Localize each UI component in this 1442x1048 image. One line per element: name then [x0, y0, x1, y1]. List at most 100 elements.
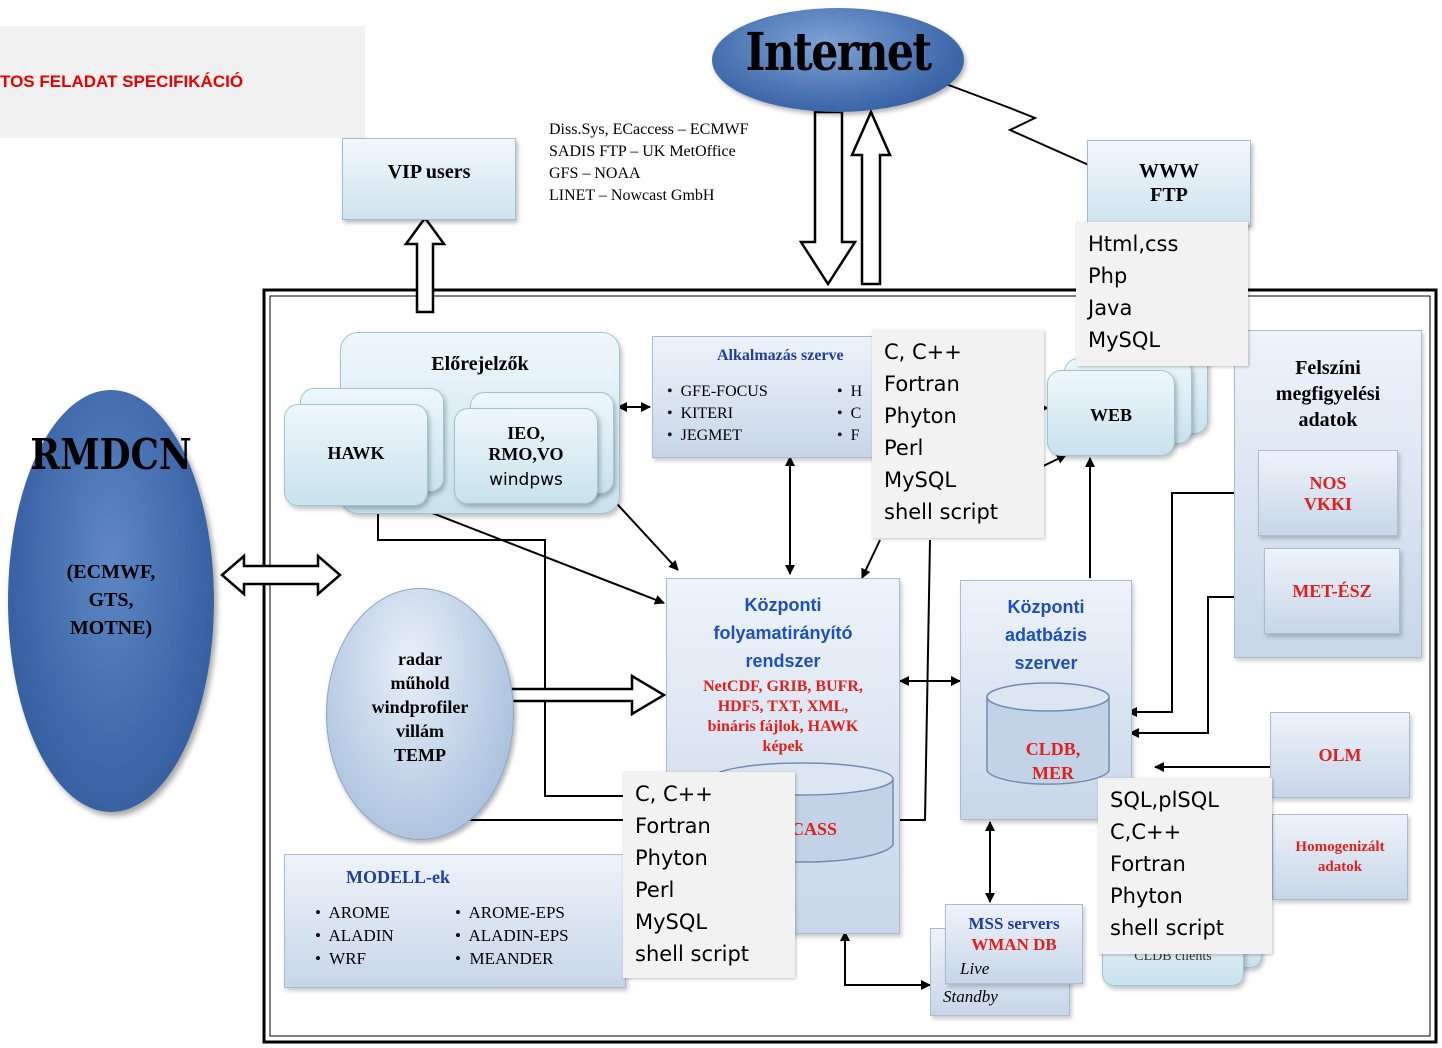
- kozp-mss-link: [840, 931, 931, 990]
- tech-item: C, C++: [884, 340, 962, 364]
- modell-item: • WRF: [315, 949, 366, 968]
- tech-item: Php: [1088, 264, 1128, 288]
- radar-ellipse: radar műhold windprofiler villám TEMP: [326, 588, 514, 840]
- modell-item: • AROME-EPS: [455, 903, 565, 922]
- ieo-line: RMO,VO: [488, 444, 564, 464]
- alkalmazas-item: • C: [837, 405, 862, 422]
- modell-item: • ALADIN: [315, 926, 394, 945]
- kozponti-folyamat-formats: NetCDF, GRIB, BUFR, HDF5, TXT, XML, biná…: [667, 677, 899, 757]
- modell-item: • ALADIN-EPS: [455, 926, 569, 945]
- internet-ellipse: Internet: [712, 8, 964, 112]
- tech-item: Java: [1088, 296, 1133, 320]
- internet-www-link: [929, 76, 1101, 171]
- tech-item: Phyton: [884, 404, 957, 428]
- nos-label: NOS: [1309, 473, 1347, 493]
- tech-item: Perl: [884, 436, 924, 460]
- cldb-cylinder: [986, 682, 1110, 785]
- ieo-line: IEO,: [507, 423, 545, 443]
- radar-line: windprofiler: [371, 697, 469, 717]
- alkalmazas-title: Alkalmazás szerve: [717, 347, 844, 364]
- vip-users-label: VIP users: [387, 161, 471, 183]
- tech-item: Fortran: [635, 814, 711, 838]
- hawk-label: HAWK: [327, 443, 385, 463]
- www-ftp-label: WWW FTP: [1088, 159, 1250, 207]
- windows-label: windpws: [489, 470, 563, 490]
- vkki-label: VKKI: [1303, 494, 1352, 514]
- rmdcn-double-arrow: [220, 553, 342, 597]
- wman-db-label: WMAN DB: [971, 935, 1057, 954]
- web-card: WEB: [1047, 370, 1175, 456]
- met-esz-box: MET-ÉSZ: [1264, 548, 1400, 634]
- mss-standby-label: Standby: [943, 987, 998, 1006]
- internet-source-item: SADIS FTP – UK MetOffice: [549, 143, 736, 160]
- radar-lines: radar műhold windprofiler villám TEMP: [327, 647, 513, 767]
- rmdcn-sub-item: MOTNE): [69, 617, 153, 639]
- internet-source-item: Diss.Sys, ECaccess – ECMWF: [549, 121, 749, 138]
- tech-item: MySQL: [1088, 328, 1161, 352]
- tech-item: shell script: [884, 500, 999, 524]
- alkalmazas-item: • KITERI: [667, 405, 734, 422]
- rmdcn-sub-item: GTS,: [88, 589, 134, 611]
- www-ftp-box: WWW FTP: [1087, 140, 1251, 226]
- rmdcn-sub-item: (ECMWF,: [66, 561, 156, 583]
- internet-label: Internet: [745, 22, 933, 83]
- web-label: WEB: [1089, 405, 1132, 425]
- kozponti-adatbazis-title-line: Központi: [1007, 597, 1085, 617]
- format-line: NetCDF, GRIB, BUFR,: [703, 678, 863, 695]
- elorejelzok-title: Előrejelzők: [431, 353, 529, 375]
- cass-label: CASS: [791, 819, 838, 839]
- modellek-col1: • AROME • ALADIN • WRF: [315, 901, 394, 970]
- felszini-title-line: adatok: [1298, 409, 1358, 431]
- header-banner-text: TOS FELADAT SPECIFIKÁCIÓ: [0, 72, 244, 91]
- tech-item: Perl: [635, 878, 675, 902]
- tech-item: Fortran: [884, 372, 960, 396]
- radar-line: műhold: [390, 673, 450, 693]
- rmdcn-sub: (ECMWF, GTS, MOTNE): [8, 558, 214, 642]
- felszini-title-line: megfigyelési: [1275, 383, 1381, 405]
- tech-item: Html,css: [1088, 232, 1179, 256]
- mer-label: MER: [1032, 763, 1074, 783]
- nos-vkki-box: NOS VKKI: [1258, 450, 1398, 536]
- tech-item: MySQL: [884, 468, 957, 492]
- tech-item: shell script: [635, 942, 750, 966]
- kozponti-folyamat-title-line: Központi: [744, 595, 822, 615]
- felszini-title-line: Felszíni: [1295, 357, 1361, 379]
- internet-source-item: GFS – NOAA: [549, 165, 641, 182]
- tech-item: C,C++: [1110, 820, 1182, 844]
- modell-item: • MEANDER: [455, 949, 554, 968]
- header-banner: TOS FELADAT SPECIFIKÁCIÓ: [0, 26, 365, 138]
- olm-label: OLM: [1318, 745, 1362, 765]
- radar-line: villám: [396, 721, 444, 741]
- mss-live-label: Live: [960, 959, 990, 978]
- alkalmazas-col2: • H • C • F: [837, 381, 862, 447]
- ieo-lines: IEO, RMO,VO: [455, 423, 597, 465]
- mss-servers-label: MSS servers: [968, 914, 1060, 933]
- met-esz-label: MET-ÉSZ: [1292, 581, 1372, 601]
- homogenizalt-line: adatok: [1317, 859, 1363, 875]
- cldb-label: CLDB,: [1025, 739, 1081, 759]
- kozponti-adatbazis-title-line: szerver: [1014, 653, 1078, 673]
- hawk-db-link: [377, 492, 650, 797]
- kozponti-folyamat-title-line: folyamatirányító: [713, 623, 853, 643]
- ieo-card: IEO, RMO,VO windpws: [454, 408, 598, 504]
- cldb-mer-label: CLDB, MER: [991, 737, 1115, 785]
- www-label: WWW: [1139, 160, 1199, 182]
- mss-title: MSS servers WMAN DB: [946, 913, 1082, 955]
- tech-item: C, C++: [635, 782, 713, 806]
- modell-item: • AROME: [315, 903, 390, 922]
- kozponti-adatbazis-title-line: adatbázis: [1004, 625, 1088, 645]
- kozponti-adatbazis-title: Központi adatbázis szerver: [961, 593, 1131, 677]
- tech-item: Phyton: [635, 846, 708, 870]
- vip-up-arrow: [403, 215, 447, 314]
- process-tech-callout: C, C++ Fortran Phyton Perl MySQL shell s…: [623, 772, 795, 978]
- modellek-title: MODELL-ek: [345, 867, 450, 887]
- homogenizalt-box: Homogenizált adatok: [1272, 814, 1408, 900]
- callout-kozp-link: [861, 539, 881, 579]
- kozponti-folyamat-title-line: rendszer: [745, 651, 821, 671]
- olm-box: OLM: [1270, 712, 1410, 798]
- vip-users-box: VIP users: [342, 138, 516, 220]
- tech-item: shell script: [1110, 916, 1225, 940]
- mss-live-box: MSS servers WMAN DB Live: [945, 904, 1083, 984]
- internet-sources: Diss.Sys, ECaccess – ECMWF SADIS FTP – U…: [549, 119, 749, 207]
